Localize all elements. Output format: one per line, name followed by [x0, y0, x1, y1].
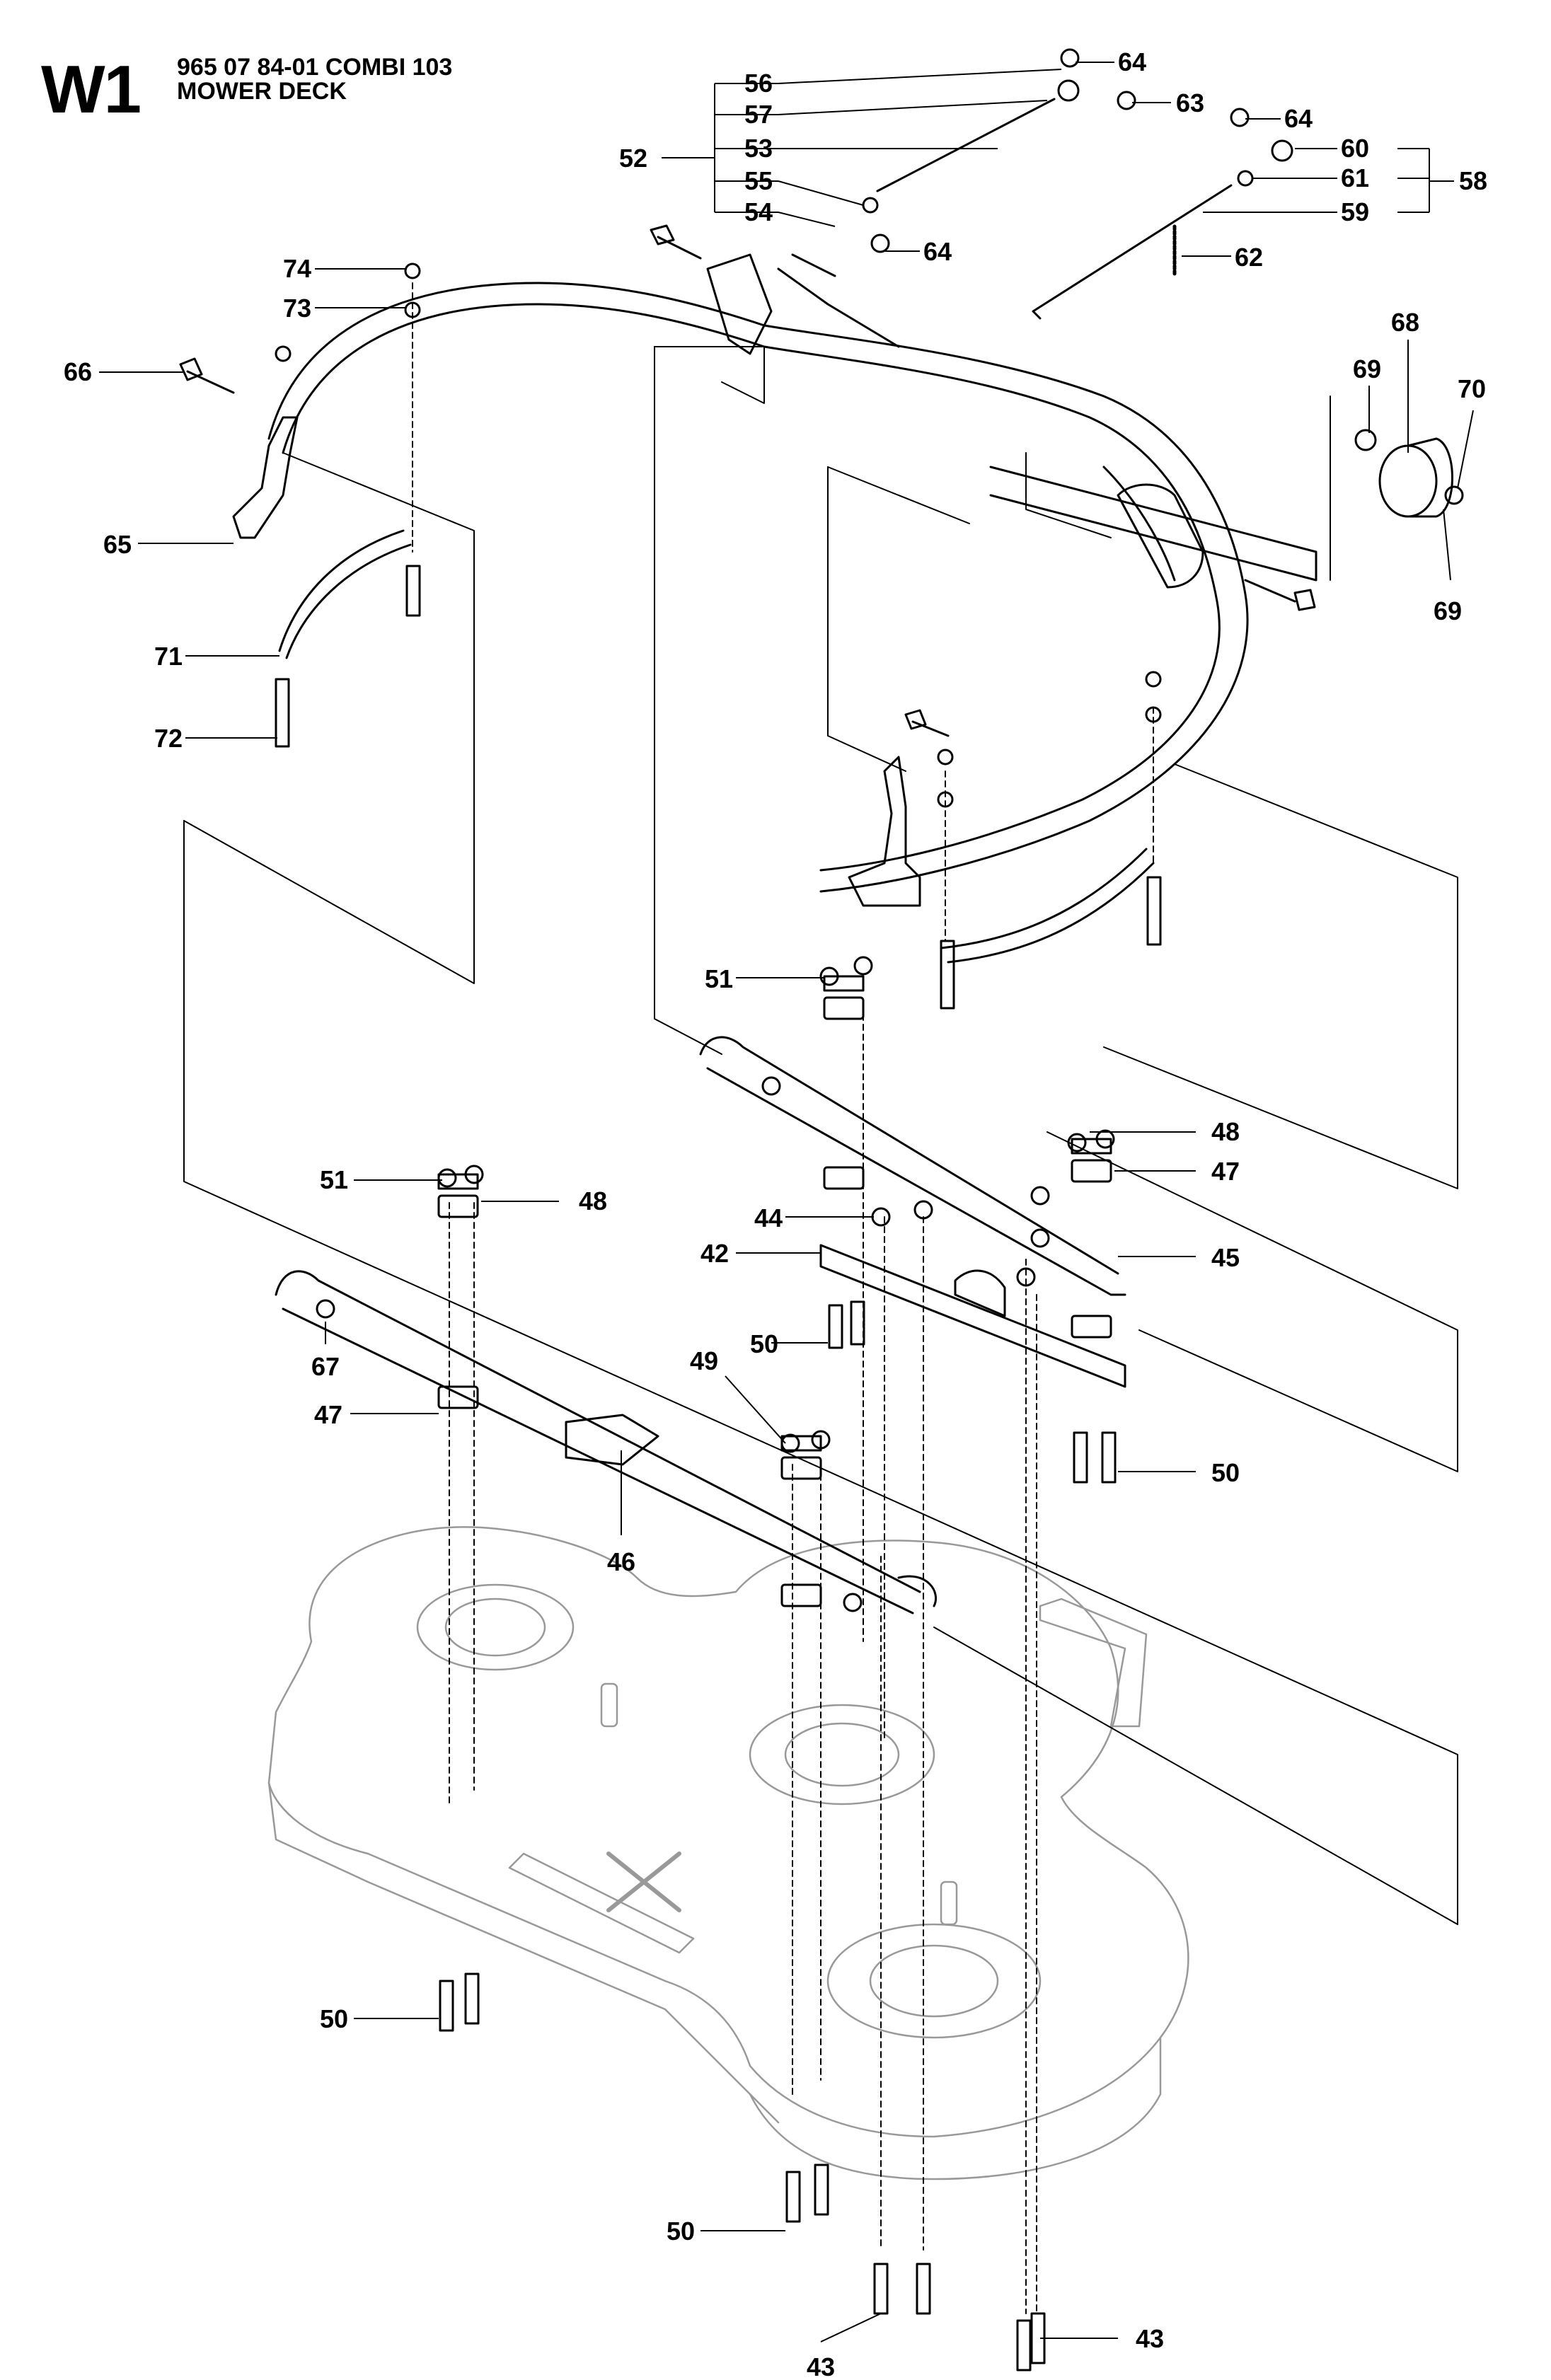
- callout-64-mid: 64: [923, 237, 952, 266]
- callout-72: 72: [154, 724, 183, 753]
- alignment-lines: [412, 282, 1154, 2314]
- callout-47-upper: 47: [1211, 1157, 1240, 1186]
- mower-deck: [267, 1526, 1189, 2180]
- callout-71: 71: [154, 642, 183, 671]
- link-arm-right: [940, 848, 1155, 964]
- callout-46: 46: [607, 1547, 635, 1576]
- callout-60: 60: [1341, 134, 1369, 163]
- callout-66: 66: [64, 357, 92, 386]
- callout-52: 52: [619, 144, 647, 173]
- callout-64-right: 64: [1284, 104, 1313, 133]
- callout-43-center: 43: [807, 2352, 835, 2380]
- callout-49: 49: [690, 1346, 718, 1375]
- callout-63: 63: [1176, 88, 1204, 117]
- callout-51-lower: 51: [320, 1165, 348, 1194]
- bracket-65: [232, 416, 299, 539]
- roller-68: [1354, 429, 1464, 518]
- callout-48-lower: 48: [579, 1186, 607, 1215]
- callout-53: 53: [744, 134, 773, 163]
- callout-65: 65: [103, 530, 132, 559]
- callout-50-left: 50: [320, 2004, 348, 2033]
- callout-44: 44: [754, 1203, 783, 1232]
- callout-64-top: 64: [1118, 47, 1146, 76]
- callout-62: 62: [1235, 243, 1263, 272]
- rod-59: [1032, 184, 1233, 320]
- page-code: W1: [41, 52, 142, 127]
- callout-73: 73: [283, 294, 311, 323]
- leader-lines: [99, 62, 1474, 2343]
- pedal-46: [565, 1414, 659, 1466]
- nuts: [275, 48, 1293, 1612]
- bolts: [179, 224, 1316, 2372]
- callout-50-bottom: 50: [667, 2217, 695, 2246]
- callout-54: 54: [744, 197, 773, 226]
- line-art: [179, 48, 1464, 2372]
- callout-74: 74: [283, 254, 311, 283]
- callout-50-mid: 50: [750, 1329, 778, 1358]
- callout-56: 56: [744, 69, 773, 98]
- plate-42: [819, 1244, 1126, 1388]
- callout-59: 59: [1341, 197, 1369, 226]
- callout-47-lower: 47: [314, 1400, 342, 1429]
- callout-45: 45: [1211, 1243, 1240, 1272]
- bracket-right: [848, 756, 921, 907]
- link-arm-71: [278, 529, 412, 659]
- part-number-line: 965 07 84-01 COMBI 103: [177, 54, 453, 81]
- callout-labels: 56 57 53 55 54 52 64 63 64 64 60 61 59 5…: [64, 47, 1487, 2380]
- section-title: MOWER DECK: [177, 78, 347, 105]
- callout-43-right: 43: [1136, 2324, 1164, 2353]
- callout-67: 67: [311, 1352, 340, 1381]
- control-rod-53: [876, 98, 1056, 192]
- callout-69-bottom: 69: [1434, 596, 1462, 625]
- callout-50-right: 50: [1211, 1458, 1240, 1487]
- callout-61: 61: [1341, 163, 1369, 192]
- callout-42: 42: [700, 1239, 729, 1268]
- reference-lines: [183, 346, 1458, 1925]
- callout-55: 55: [744, 166, 773, 195]
- callout-69-top: 69: [1353, 354, 1381, 383]
- lift-frame: [267, 253, 1318, 893]
- callout-58: 58: [1459, 166, 1487, 195]
- callout-48-upper: 48: [1211, 1117, 1240, 1146]
- callout-70: 70: [1458, 374, 1486, 403]
- pivot-bar-lower: [275, 1270, 921, 1614]
- pivot-bar-upper: [699, 1036, 1126, 1296]
- callout-68: 68: [1391, 308, 1419, 337]
- callout-57: 57: [744, 100, 773, 129]
- callout-51-upper: 51: [705, 964, 733, 993]
- bushing-blocks: [437, 975, 1112, 1607]
